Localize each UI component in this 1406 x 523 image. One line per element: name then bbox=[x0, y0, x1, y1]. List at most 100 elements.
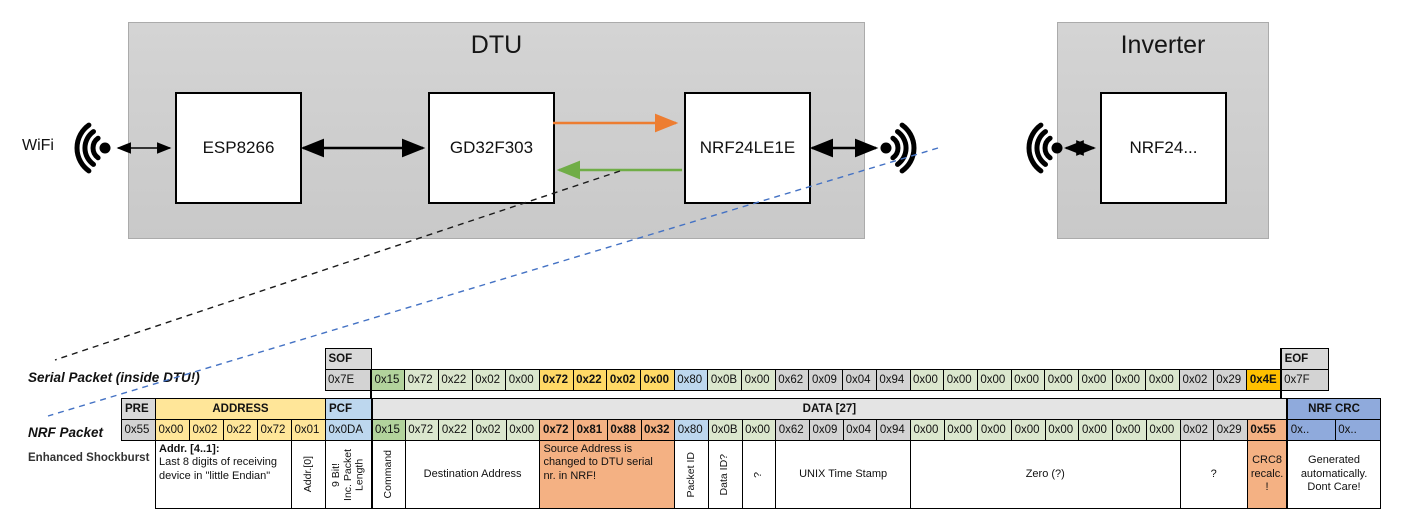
annotation-cell: Addr.[0] bbox=[291, 440, 326, 509]
nrf-crc-byte: 0x.. bbox=[1286, 419, 1336, 441]
serial-byte-cell: 0x00 bbox=[909, 369, 945, 391]
nrf-packet-table: PRE ADDRESS PCF DATA [27] NRF CRC 0x55 0… bbox=[121, 398, 1381, 509]
wifi-icon-dtu-left bbox=[74, 122, 111, 174]
nrf-crc-byte: 0x.. bbox=[1334, 419, 1381, 441]
serial-byte-cell: 0x00 bbox=[1044, 369, 1079, 391]
nrf-header-row: PRE ADDRESS PCF DATA [27] NRF CRC bbox=[121, 398, 1381, 420]
serial-byte-cell: 0x29 bbox=[1212, 369, 1248, 391]
nrf-byte-cell: 0x62 bbox=[775, 419, 810, 441]
nrf-address-byte: 0x02 bbox=[189, 419, 224, 441]
serial-byte-cell: 0x80 bbox=[673, 369, 709, 391]
annotation-cell: CRC8 recalc. ! bbox=[1246, 440, 1288, 509]
nrf-byte-cell: 0x00 bbox=[1145, 419, 1181, 441]
nrf-byte-cell: 0x00 bbox=[1112, 419, 1147, 441]
serial-byte-cell: 0x00 bbox=[1111, 369, 1147, 391]
serial-byte-cell: 0x04 bbox=[842, 369, 877, 391]
nrf-byte-cell: 0x29 bbox=[1213, 419, 1248, 441]
eof-header: EOF bbox=[1279, 348, 1330, 370]
nrf-byte-cell: 0x02 bbox=[472, 419, 507, 441]
gd32f303-box: GD32F303 bbox=[428, 92, 555, 204]
nrf-byte-cell: 0x72 bbox=[404, 419, 440, 441]
nrf-byte-cell: 0x94 bbox=[876, 419, 911, 441]
serial-byte-cell: 0x62 bbox=[774, 369, 810, 391]
annotation-cell: ? bbox=[741, 440, 777, 509]
nrf-packet-label: NRF Packet bbox=[28, 425, 104, 440]
data-boundary-connector-right bbox=[1280, 389, 1282, 399]
nrf-pcf-byte: 0x0DA bbox=[325, 419, 372, 441]
nrf-pre-byte: 0x55 bbox=[121, 419, 156, 441]
nrf-byte-cell: 0x00 bbox=[943, 419, 979, 441]
nrf-byte-cell: 0x22 bbox=[438, 419, 474, 441]
nrf-byte-cell: 0x15 bbox=[370, 419, 406, 441]
annotation-cell: Command bbox=[370, 440, 406, 509]
nrf-byte-cell: 0x32 bbox=[640, 419, 676, 441]
serial-byte-cell: 0x00 bbox=[640, 369, 675, 391]
nrf-byte-cell: 0x55 bbox=[1246, 419, 1288, 441]
wifi-icon-dtu-right bbox=[880, 122, 917, 174]
data-header: DATA [27] bbox=[370, 398, 1288, 420]
address-header: ADDRESS bbox=[155, 398, 326, 420]
annotation-cell: 9 Bit! Inc. Packet Length bbox=[325, 440, 372, 509]
annotation-cell: Packet ID bbox=[674, 440, 709, 509]
serial-eof-byte: 0x7F bbox=[1279, 369, 1330, 391]
serial-byte-cell: 0x72 bbox=[538, 369, 574, 391]
annotation-cell: Zero (?) bbox=[910, 440, 1181, 509]
serial-byte-cell: 0x00 bbox=[741, 369, 776, 391]
nrf-byte-cell: 0x00 bbox=[977, 419, 1013, 441]
nrf-byte-cell: 0x00 bbox=[1078, 419, 1114, 441]
inverter-nrf24-label: NRF24... bbox=[1129, 138, 1198, 157]
nrf-byte-cell: 0x72 bbox=[539, 419, 575, 441]
wifi-label: WiFi bbox=[22, 137, 54, 154]
serial-byte-cell: 0x4E bbox=[1246, 369, 1282, 391]
annotation-cell: Generated automatically. Dont Care! bbox=[1286, 440, 1381, 509]
nrf-byte-cell: 0x80 bbox=[674, 419, 709, 441]
nrf-address-byte: 0x22 bbox=[223, 419, 258, 441]
annotation-cell: ? bbox=[1179, 440, 1248, 509]
nrf-byte-cell: 0x02 bbox=[1179, 419, 1215, 441]
sof-header: SOF bbox=[324, 348, 372, 370]
serial-byte-cell: 0x00 bbox=[976, 369, 1012, 391]
nrf24le1e-box: NRF24LE1E bbox=[684, 92, 811, 204]
annotation-cell: Addr. [4..1]:Last 8 digits of receiving … bbox=[155, 440, 292, 509]
nrf-crc-header: NRF CRC bbox=[1286, 398, 1381, 420]
nrf-byte-cell: 0x81 bbox=[573, 419, 608, 441]
enhanced-shockburst-label: Enhanced Shockburst bbox=[28, 452, 150, 464]
esp8266-label: ESP8266 bbox=[202, 138, 275, 157]
nrf-byte-cell: 0x00 bbox=[1011, 419, 1046, 441]
serial-byte-cell: 0x02 bbox=[606, 369, 641, 391]
serial-byte-cell: 0x02 bbox=[1179, 369, 1214, 391]
nrf-address-byte: 0x01 bbox=[291, 419, 326, 441]
nrf24le1e-label: NRF24LE1E bbox=[699, 138, 796, 157]
nrf-byte-row: 0x55 0x00 0x02 0x22 0x72 0x01 0x0DA 0x15… bbox=[121, 419, 1381, 441]
nrf-byte-cell: 0x09 bbox=[808, 419, 844, 441]
pre-header: PRE bbox=[121, 398, 156, 420]
esp8266-box: ESP8266 bbox=[175, 92, 302, 204]
nrf-byte-cell: 0x88 bbox=[606, 419, 642, 441]
serial-byte-cell: 0x00 bbox=[505, 369, 540, 391]
nrf-byte-cell: 0x00 bbox=[910, 419, 945, 441]
nrf-address-byte: 0x72 bbox=[257, 419, 292, 441]
annotation-row: Addr. [4..1]:Last 8 digits of receiving … bbox=[122, 440, 1381, 509]
nrf-address-byte: 0x00 bbox=[155, 419, 190, 441]
serial-byte-cell: 0x09 bbox=[808, 369, 844, 391]
pcf-header: PCF bbox=[325, 398, 372, 420]
inverter-title: Inverter bbox=[1120, 31, 1206, 59]
annotation-cell: Source Address is changed to DTU serial … bbox=[539, 440, 676, 509]
serial-byte-cell: 0x22 bbox=[437, 369, 473, 391]
annotation-cell: Data ID? bbox=[707, 440, 743, 509]
gd32f303-label: GD32F303 bbox=[449, 138, 534, 157]
annotation-cell: Destination Address bbox=[404, 440, 541, 509]
serial-byte-cell: 0x00 bbox=[1145, 369, 1180, 391]
serial-byte-cell: 0x0B bbox=[707, 369, 743, 391]
dtu-title: DTU bbox=[470, 31, 523, 59]
serial-byte-cell: 0x00 bbox=[1077, 369, 1113, 391]
nrf-byte-cell: 0x0B bbox=[707, 419, 743, 441]
annotation-cell: UNIX Time Stamp bbox=[775, 440, 911, 509]
serial-byte-cell: 0x94 bbox=[875, 369, 911, 391]
serial-header-row: SOF EOF bbox=[121, 348, 1374, 370]
serial-byte-cell: 0x22 bbox=[572, 369, 608, 391]
nrf-byte-cell: 0x00 bbox=[505, 419, 541, 441]
